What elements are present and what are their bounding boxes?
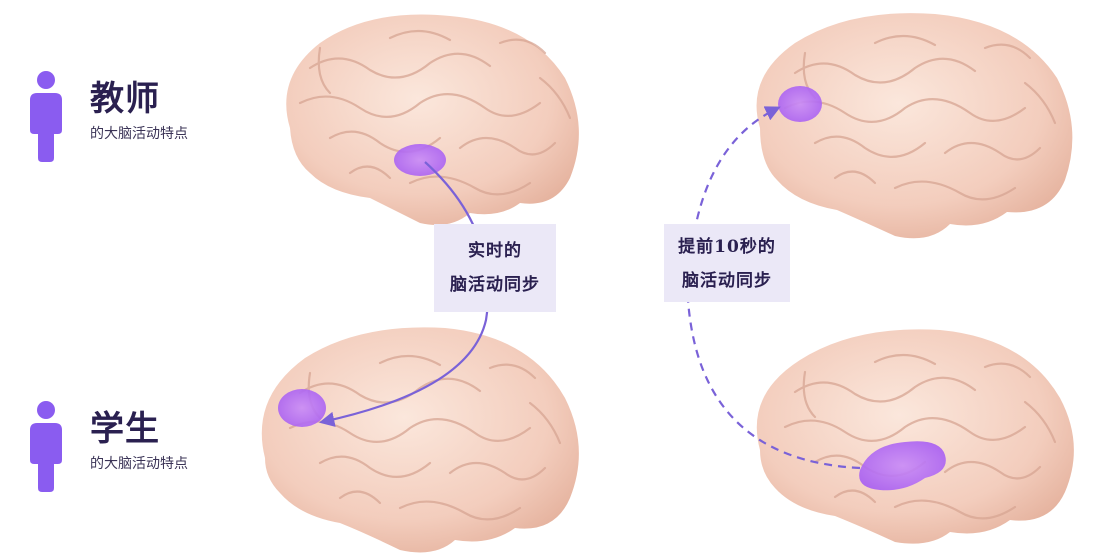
student-brain-image <box>261 327 579 553</box>
realtime-sync-line1: 实时的 <box>468 241 522 261</box>
realtime-sync-label: 实时的 脑活动同步 <box>434 224 556 312</box>
teacher-brain-image <box>286 14 579 226</box>
activation-highlight <box>859 441 946 491</box>
person-icon <box>30 71 62 162</box>
teacher-brain-image <box>756 13 1073 239</box>
student-subtitle: 的大脑活动特点 <box>90 456 188 472</box>
advance-sync-line1: 提前10秒的 <box>678 237 776 257</box>
activation-highlight <box>778 86 822 122</box>
realtime-sync-line2: 脑活动同步 <box>450 275 540 295</box>
person-icon <box>30 401 62 492</box>
teacher-subtitle: 的大脑活动特点 <box>90 126 188 142</box>
activation-highlight <box>278 389 326 427</box>
teacher-title: 教师 <box>90 79 160 119</box>
realtime-arrow <box>318 161 490 427</box>
advance-sync-line2: 脑活动同步 <box>682 271 772 291</box>
student-title: 学生 <box>90 409 160 449</box>
advance-sync-label: 提前10秒的 脑活动同步 <box>664 224 790 302</box>
activation-highlight <box>394 144 446 176</box>
student-brain-image <box>756 329 1074 544</box>
